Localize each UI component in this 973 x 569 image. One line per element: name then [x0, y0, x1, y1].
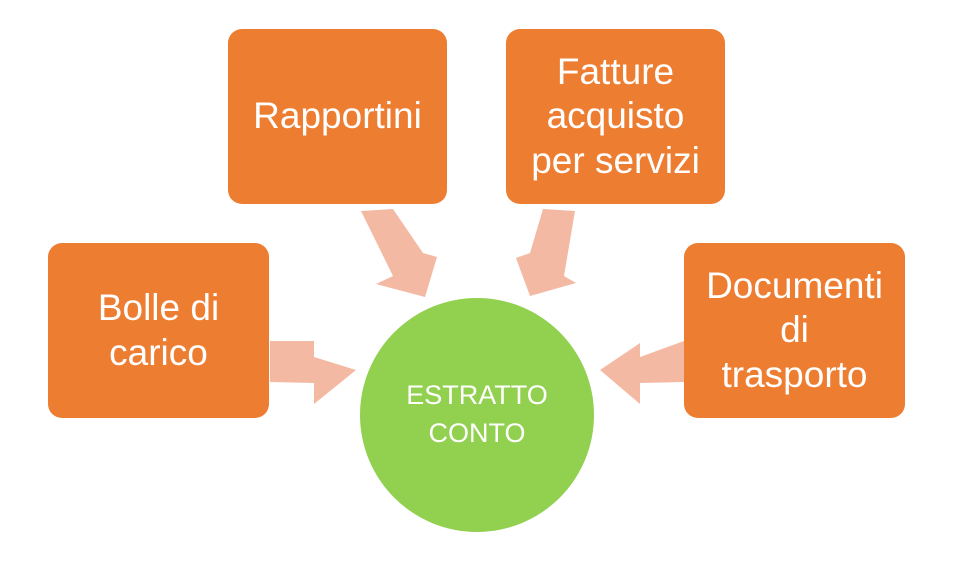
source-box-fatture-acquisto: Fatture acquisto per servizi [506, 29, 725, 204]
arrow-documenti-to-center [600, 341, 684, 404]
source-box-bolle-di-carico: Bolle di carico [48, 243, 269, 418]
source-box-documenti-di-trasporto: Documenti di trasporto [684, 243, 905, 418]
center-circle-estratto-conto: ESTRATTO CONTO [360, 298, 594, 532]
arrow-fatture-to-center [516, 209, 576, 296]
arrow-bolle-to-center [270, 341, 356, 404]
arrow-rapportini-to-center [361, 209, 437, 297]
source-box-rapportini: Rapportini [228, 29, 447, 204]
